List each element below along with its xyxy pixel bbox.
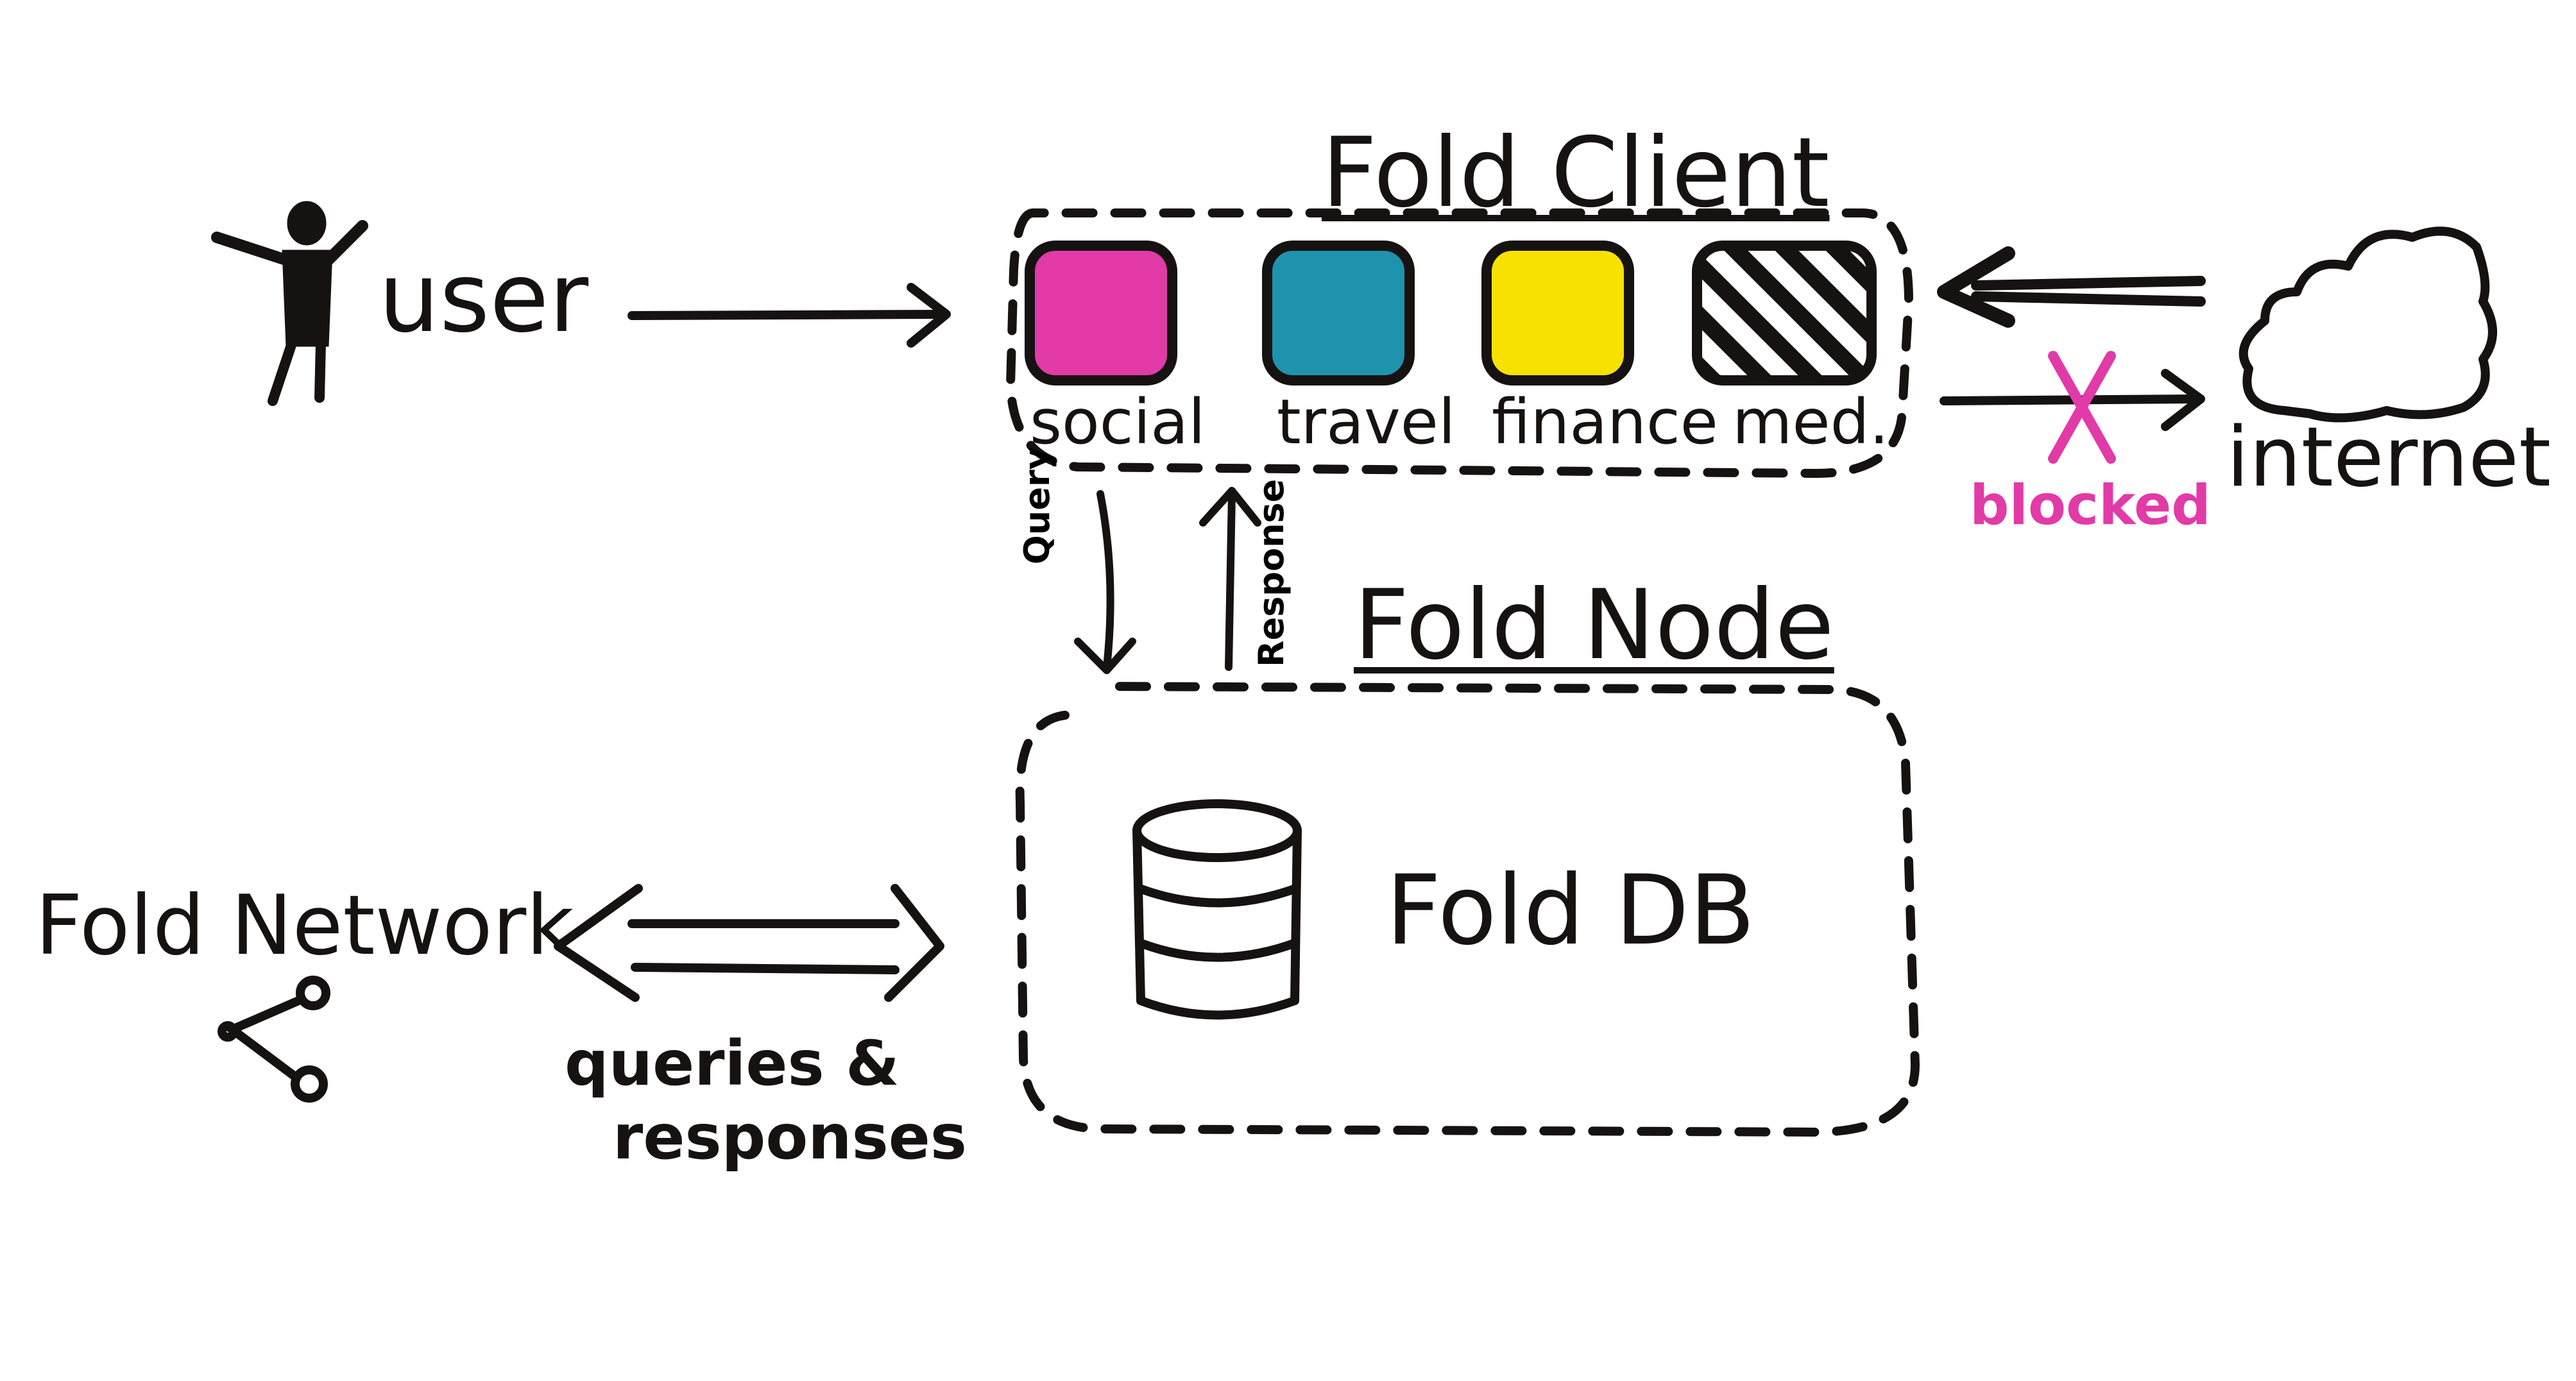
tile-label-social: social (1030, 386, 1206, 458)
client-to-internet-blocked-arrow (1940, 351, 2205, 464)
fold-db-label: Fold DB (1386, 855, 1755, 967)
network-node-double-arrow (554, 884, 944, 1002)
fold-node-boundary (1015, 682, 1920, 1137)
tile-med[interactable] (1692, 241, 1877, 385)
fold-node-title: Fold Node (1354, 570, 1834, 681)
fold-client-title: Fold Client (1322, 117, 1830, 229)
queries-label-line2: responses (613, 1101, 967, 1173)
tile-social[interactable] (1025, 241, 1177, 385)
query-arrow (1074, 490, 1136, 674)
database-icon (1132, 799, 1302, 1020)
network-icon (218, 976, 330, 1103)
response-label: Response (1251, 479, 1292, 667)
queries-label-line1: queries & (565, 1028, 900, 1099)
user-label: user (379, 242, 589, 354)
tile-label-med: med. (1732, 386, 1889, 458)
fold-client-boundary (1005, 208, 1914, 479)
user-to-client-arrow (627, 283, 951, 348)
query-label: Query (1017, 447, 1057, 564)
blocked-label: blocked (1970, 473, 2211, 538)
tile-label-finance: finance (1492, 386, 1718, 458)
tile-label-travel: travel (1277, 386, 1456, 458)
fold-network-label: Fold Network (35, 878, 574, 974)
internet-label: internet (2226, 410, 2552, 505)
internet-cloud-icon (2239, 226, 2497, 423)
tile-finance[interactable] (1481, 241, 1634, 385)
user-figure-icon (211, 201, 368, 406)
response-arrow (1199, 487, 1261, 671)
tile-travel[interactable] (1262, 241, 1415, 385)
internet-to-client-arrow (1937, 246, 2206, 328)
